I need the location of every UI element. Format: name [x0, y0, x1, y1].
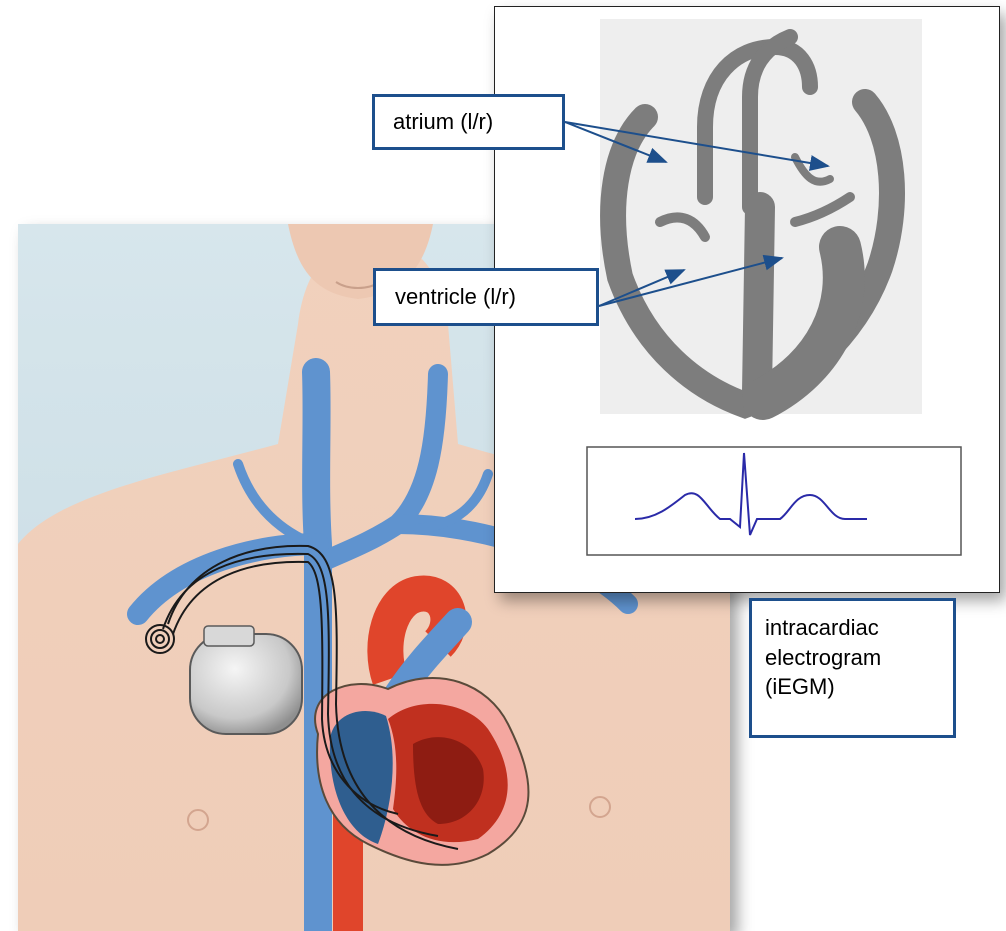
ventricle-label-text: ventricle (l/r) [395, 282, 516, 312]
atrium-label: atrium (l/r) [372, 94, 565, 150]
iegm-label-line2: electrogram [765, 643, 953, 673]
iegm-label-line3: (iEGM) [765, 672, 953, 702]
iegm-label-line1: intracardiac [765, 613, 953, 643]
pacemaker-device-icon [190, 626, 302, 734]
iegm-trace-box [587, 447, 961, 555]
iegm-label: intracardiac electrogram (iEGM) [749, 598, 956, 738]
ventricle-label: ventricle (l/r) [373, 268, 599, 326]
atrium-label-text: atrium (l/r) [393, 107, 493, 137]
